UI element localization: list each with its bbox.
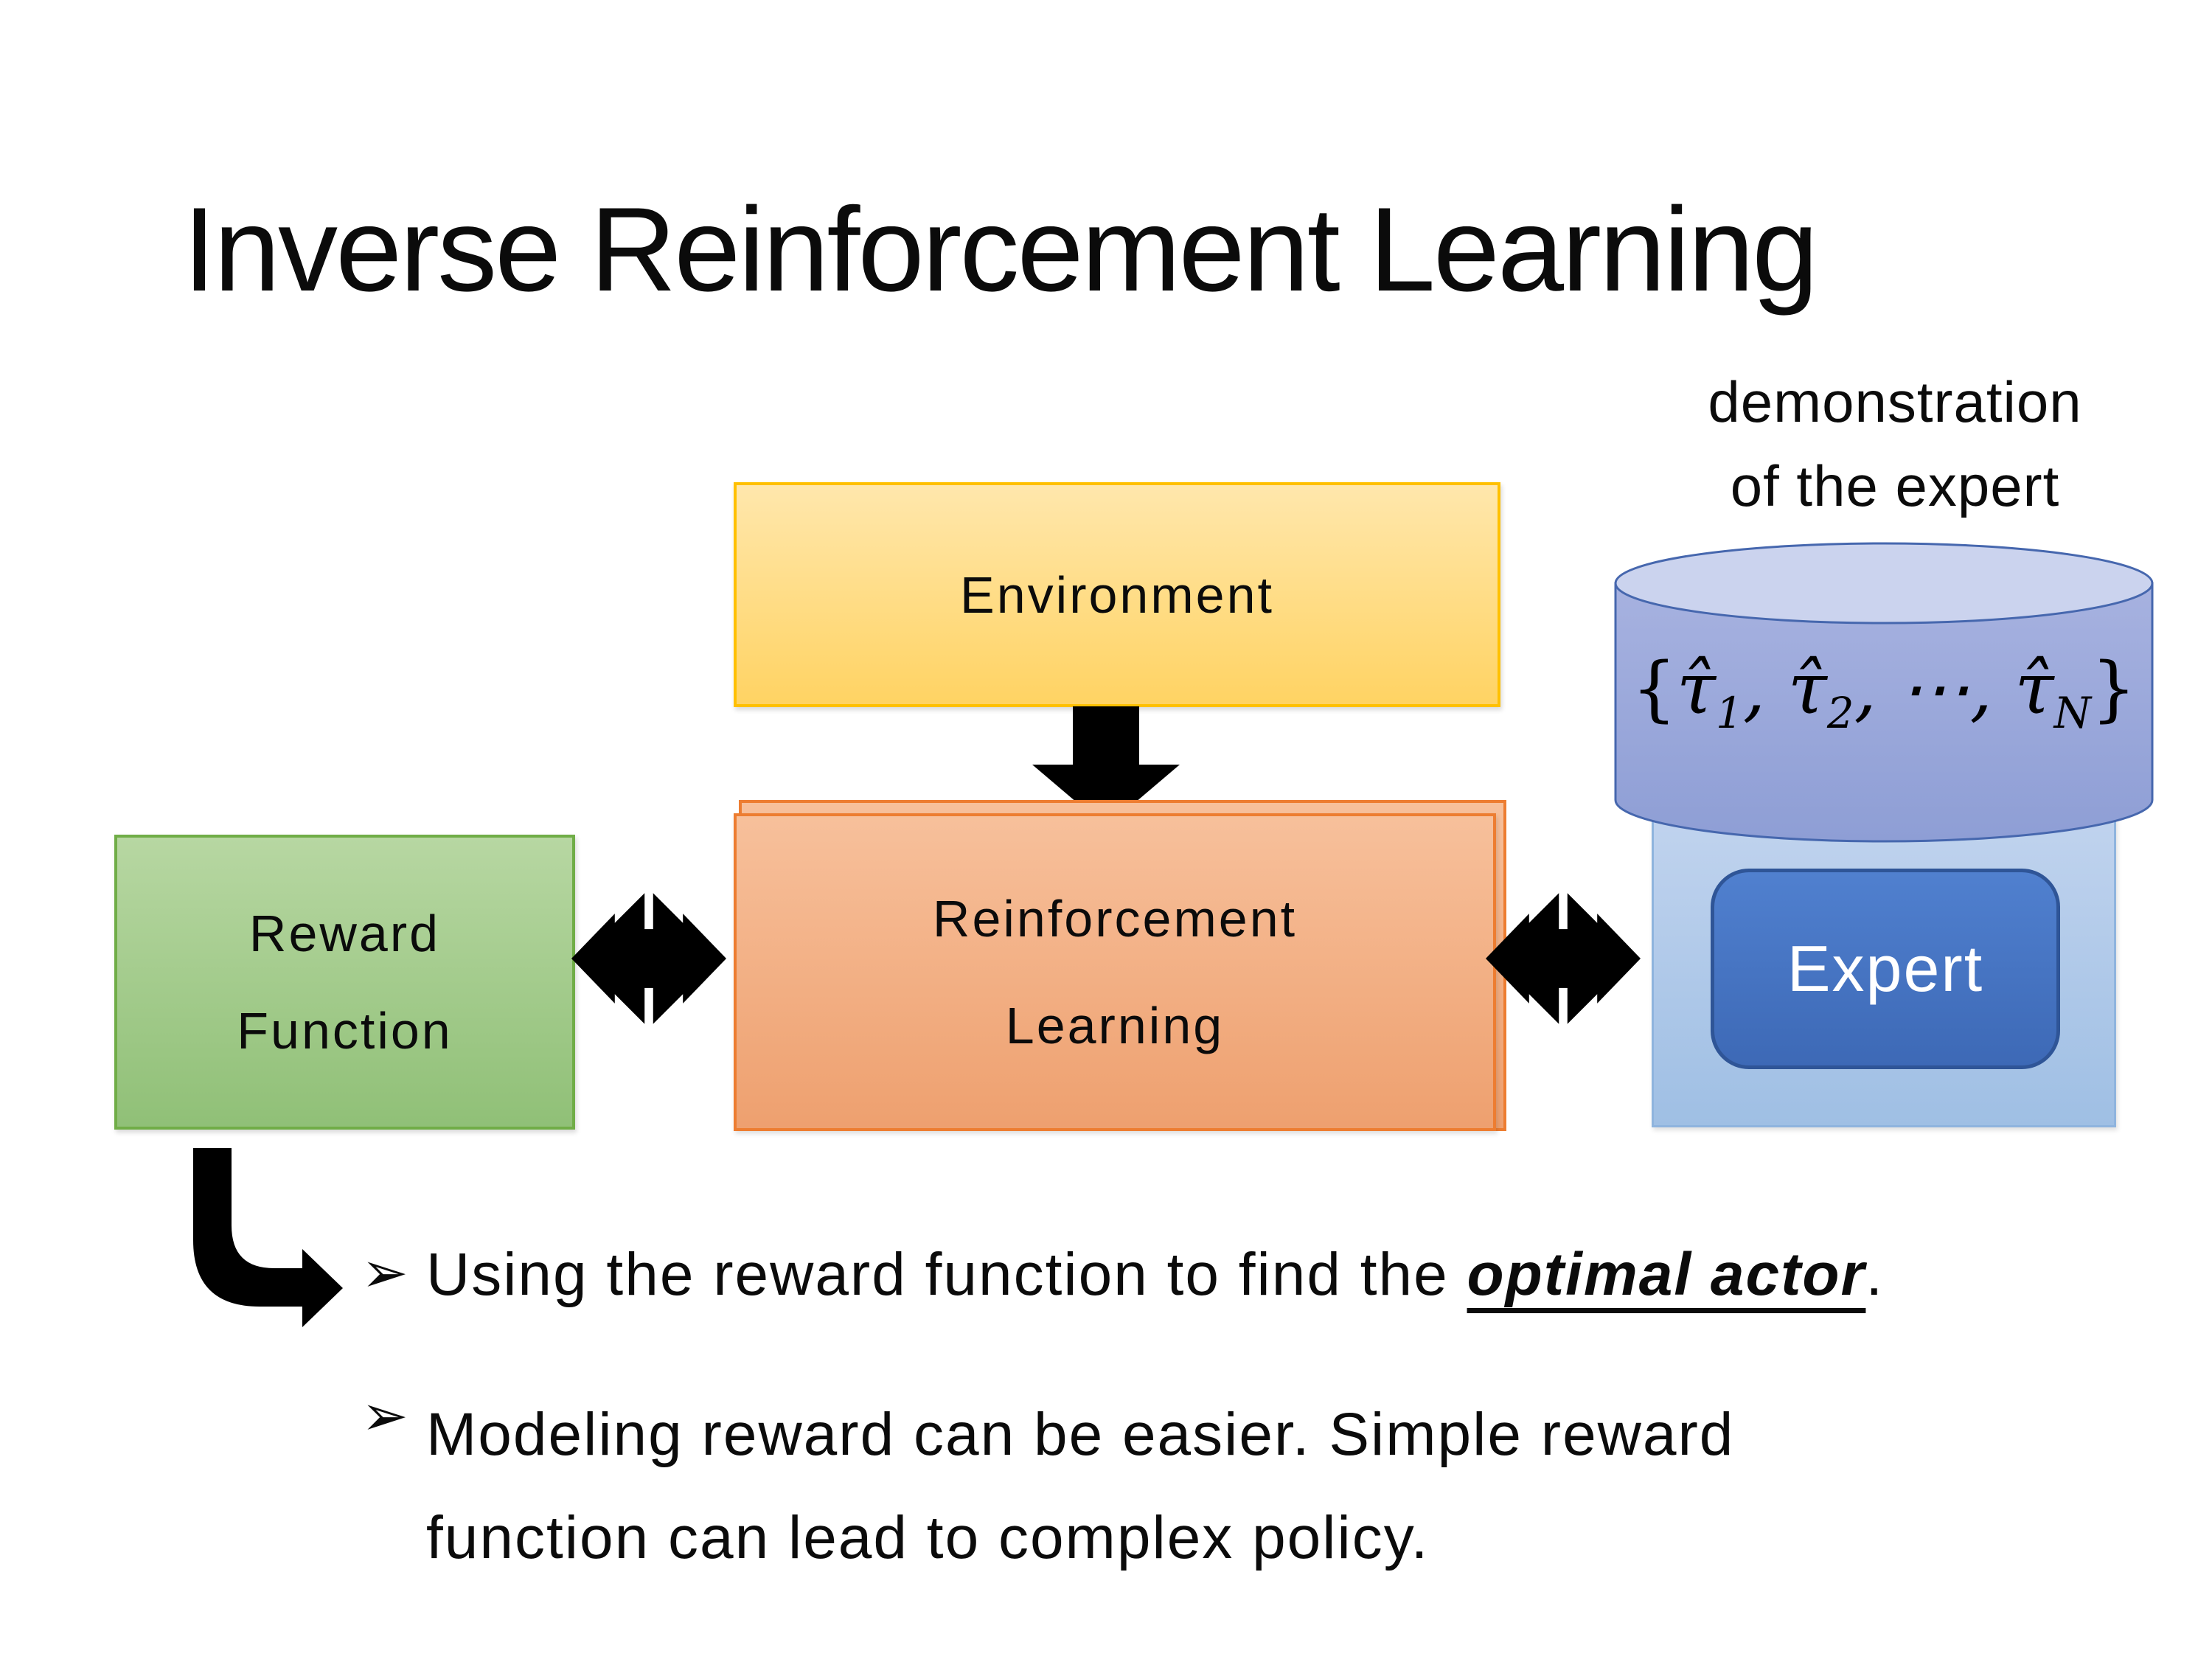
double-arrow-left-icon [571, 886, 726, 1032]
environment-label: Environment [960, 566, 1274, 624]
demonstration-caption-line2: of the expert [1730, 453, 2060, 518]
formula-open-brace: { [1631, 647, 1677, 730]
formula-comma-2: , [1854, 647, 1899, 730]
demonstration-caption: demonstration of the expert [1600, 360, 2190, 528]
bullet-marker-icon: ➢ [361, 1385, 410, 1447]
bullet-1-prefix: Using the reward function to find the [426, 1241, 1467, 1308]
formula-comma-1: , [1742, 647, 1788, 730]
bullet-item-1: ➢ Using the reward function to find the … [361, 1240, 1884, 1310]
reward-function-label-line2: Function [237, 1002, 453, 1060]
bullet-2-line1: Modeling reward can be easier. Simple re… [426, 1401, 1735, 1468]
reward-function-box: Reward Function [114, 835, 575, 1130]
bullet-2-line2: function can lead to complex policy. [426, 1504, 1430, 1571]
expert-label: Expert [1787, 932, 1984, 1005]
down-arrow-icon [1032, 706, 1180, 827]
trajectory-cylinder-icon [1614, 542, 2154, 843]
tau-subscript-1: 1 [1716, 689, 1743, 739]
demonstration-caption-line1: demonstration [1708, 369, 2082, 434]
tau-subscript-2: 2 [1826, 689, 1854, 739]
formula-comma-3: , [1969, 647, 2015, 730]
formula-dots: ⋯ [1899, 647, 1970, 730]
bullet-item-2: ➢ Modeling reward can be easier. Simple … [361, 1383, 1734, 1590]
bullet-2-text: Modeling reward can be easier. Simple re… [426, 1383, 1734, 1590]
tau-hat-2: τ̂ [1787, 647, 1827, 730]
tau-subscript-N: N [2053, 689, 2092, 739]
expert-box: Expert [1711, 869, 2060, 1069]
tau-hat-1: τ̂ [1676, 647, 1717, 730]
page-title: Inverse Reinforcement Learning [183, 183, 1818, 316]
formula-close-brace: } [2091, 647, 2137, 730]
bullet-1-suffix: . [1865, 1241, 1885, 1308]
bent-arrow-icon [193, 1148, 343, 1327]
bullet-1-emphasis: optimal actor [1467, 1241, 1866, 1308]
tau-hat-N: τ̂ [2014, 647, 2054, 730]
reinforcement-learning-label-line2: Learning [1005, 996, 1225, 1054]
bullet-marker-icon: ➢ [361, 1242, 410, 1304]
reinforcement-learning-box: Reinforcement Learning [734, 813, 1496, 1131]
reward-function-label-line1: Reward [248, 905, 441, 962]
environment-box: Environment [734, 482, 1500, 707]
reinforcement-learning-label-line1: Reinforcement [932, 889, 1298, 947]
double-arrow-right-icon [1486, 886, 1641, 1032]
bullet-1-text: Using the reward function to find the op… [426, 1240, 1884, 1310]
trajectory-formula: {τ̂1, τ̂2, ⋯, τ̂N} [1621, 647, 2147, 734]
